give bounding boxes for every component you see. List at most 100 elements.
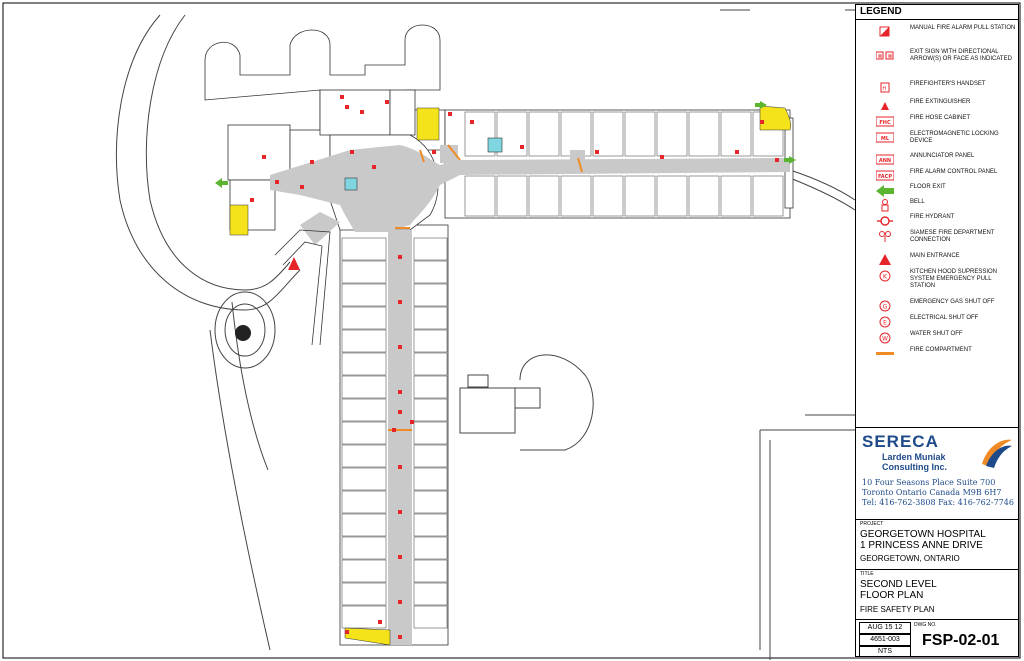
extinguisher-icon	[876, 99, 894, 113]
fire-device-marker	[432, 150, 436, 154]
patient-room	[413, 421, 448, 445]
tree-symbol	[235, 325, 251, 341]
legend-item: W WATER SHUT OFF	[856, 331, 1018, 347]
patient-room	[464, 111, 496, 157]
stairwells	[229, 105, 792, 646]
patient-room	[413, 582, 448, 606]
legend-item-label: EMERGENCY GAS SHUT OFF	[910, 299, 995, 305]
patient-room	[413, 490, 448, 514]
legend-item-label: FIRE ALARM CONTROL PANEL	[910, 169, 998, 175]
patient-room	[413, 352, 448, 376]
fire-device-marker	[398, 510, 402, 514]
fire-device-marker	[300, 185, 304, 189]
drawing-number: FSP-02-01	[922, 632, 1000, 649]
fire-device-marker	[360, 110, 364, 114]
patient-room	[341, 559, 387, 583]
legend-item-label: FIRE COMPARTMENT	[910, 347, 972, 353]
handset-icon: H	[876, 81, 894, 95]
title-line-1: SECOND LEVEL	[860, 579, 937, 590]
legend-item-label: FIRE HYDRANT	[910, 214, 955, 220]
title-section: TITLE SECOND LEVEL FLOOR PLAN FIRE SAFET…	[856, 569, 1018, 620]
patient-room	[656, 111, 688, 157]
fire-device-marker	[310, 160, 314, 164]
legend-item-label: MAIN ENTRANCE	[910, 253, 960, 259]
kitchen-hood-icon: K	[876, 269, 894, 283]
title-label: TITLE	[860, 571, 874, 577]
patient-room	[341, 329, 387, 353]
svg-text:G: G	[883, 304, 888, 311]
legend-title: LEGEND	[856, 5, 1018, 20]
project-section: PROJECT GEORGETOWN HOSPITAL 1 PRINCESS A…	[856, 519, 1018, 570]
legend-item-label: ELECTROMAGNETIC LOCKING DEVICE	[910, 131, 999, 144]
patient-room	[341, 467, 387, 491]
legend-item-label: KITCHEN HOOD SUPRESSION SYSTEM EMERGENCY…	[910, 269, 998, 289]
svg-text:⊗: ⊗	[888, 54, 893, 60]
fire-device-marker	[378, 620, 382, 624]
fire-device-marker	[660, 155, 664, 159]
site-circle-drive	[459, 354, 594, 451]
patient-room	[496, 175, 528, 217]
legend-item: BELL	[856, 199, 1018, 215]
legend-item: ⊗⊗EXIT SIGN WITH DIRECTIONAL ARROW(S) OR…	[856, 49, 1018, 65]
job-number-cell: 4651-003	[859, 634, 911, 646]
patient-room	[624, 175, 656, 217]
fire-device-marker	[385, 100, 389, 104]
site-roundabout	[214, 291, 276, 369]
legend-item-label: WATER SHUT OFF	[910, 331, 963, 337]
patient-room	[656, 175, 688, 217]
patient-room	[592, 175, 624, 217]
pull-station-icon	[876, 25, 894, 39]
scale-cell: NTS	[859, 646, 911, 657]
water-shutoff-icon: W	[876, 331, 894, 345]
patient-room	[720, 175, 752, 217]
fire-compartment-line-icon	[876, 347, 894, 361]
annunciator-icon: ANN	[875, 153, 895, 167]
patient-room	[413, 513, 448, 537]
patient-room	[624, 111, 656, 157]
drawing-meta-section: AUG 15 12 4651-003 NTS DWG NO. FSP-02-01	[856, 619, 1018, 658]
svg-text:FACP: FACP	[878, 174, 892, 180]
patient-room	[341, 444, 387, 468]
exit-sign-icon: ⊗⊗	[875, 49, 894, 63]
bell-icon	[876, 199, 894, 213]
svg-text:K: K	[883, 274, 888, 281]
patient-room	[341, 398, 387, 422]
fire-device-marker	[775, 158, 779, 162]
siamese-icon	[876, 230, 894, 244]
corridors	[270, 145, 790, 645]
company-subname: Larden Muniak Consulting Inc.	[882, 452, 947, 472]
floor-exit-arrow-icon	[876, 184, 894, 198]
fire-device-marker	[350, 150, 354, 154]
address-line-2: Toronto Ontario Canada M9B 6H7	[862, 488, 1002, 497]
patient-room	[341, 237, 387, 261]
fire-device-marker	[410, 420, 414, 424]
fire-device-marker	[250, 198, 254, 202]
legend-item-label: BELL	[910, 199, 925, 205]
patient-room	[341, 582, 387, 606]
patient-room	[413, 467, 448, 491]
patient-room	[413, 398, 448, 422]
patient-room	[413, 536, 448, 560]
site-roads	[115, 9, 856, 660]
patient-room	[413, 306, 448, 330]
project-line-2: 1 PRINCESS ANNE DRIVE	[860, 540, 983, 551]
patient-room	[413, 237, 448, 261]
legend-item: FLOOR EXIT	[856, 184, 1018, 200]
patient-room	[464, 175, 496, 217]
svg-text:ANN: ANN	[879, 158, 891, 164]
patient-room	[413, 605, 448, 629]
title-line-2: FLOOR PLAN	[860, 590, 924, 601]
fire-device-marker	[340, 95, 344, 99]
fire-device-marker	[595, 150, 599, 154]
patient-room	[341, 605, 387, 629]
fire-device-marker	[520, 145, 524, 149]
legend-item: MANUAL FIRE ALARM PULL STATION	[856, 25, 1018, 41]
main-entrance-icon	[876, 253, 894, 267]
title-block: LEGEND MANUAL FIRE ALARM PULL STATION⊗⊗E…	[855, 4, 1019, 657]
legend-item: FIRE HYDRANT	[856, 214, 1018, 230]
